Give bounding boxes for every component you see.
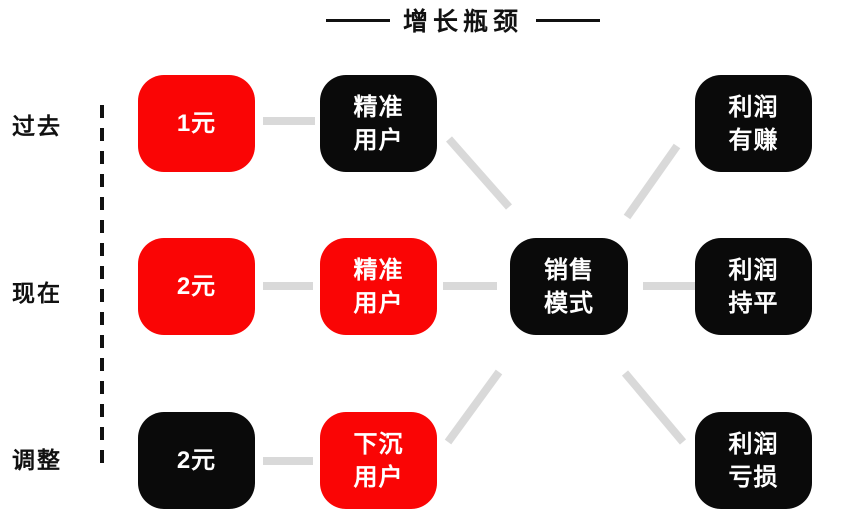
node-present-price: 2元 xyxy=(138,238,255,335)
node-adjust-price: 2元 xyxy=(138,412,255,509)
row-label-present: 现在 xyxy=(12,280,62,306)
node-adjust-profit: 利润 亏损 xyxy=(695,412,812,509)
diagram-title: 增长瓶颈 xyxy=(403,8,524,36)
node-present-user: 精准 用户 xyxy=(320,238,437,335)
title-right-dash xyxy=(536,18,601,22)
connector-adjust-user-to-center xyxy=(444,369,503,445)
node-adjust-user: 下沉 用户 xyxy=(320,412,437,509)
connector-center-to-past-profit xyxy=(623,143,681,220)
connector-past-user-to-center xyxy=(446,136,512,210)
connector-center-to-adjust-profit xyxy=(621,370,687,445)
node-sales-model: 销售 模式 xyxy=(510,238,628,335)
node-past-user: 精准 用户 xyxy=(320,75,437,172)
node-present-profit: 利润 持平 xyxy=(695,238,812,335)
title-left-dash xyxy=(326,18,390,22)
node-past-profit: 利润 有赚 xyxy=(695,75,812,172)
diagram-title-group: 增长瓶颈 xyxy=(326,2,601,38)
row-label-past: 过去 xyxy=(12,113,62,139)
node-past-price: 1元 xyxy=(138,75,255,172)
row-label-adjust: 调整 xyxy=(12,447,62,473)
